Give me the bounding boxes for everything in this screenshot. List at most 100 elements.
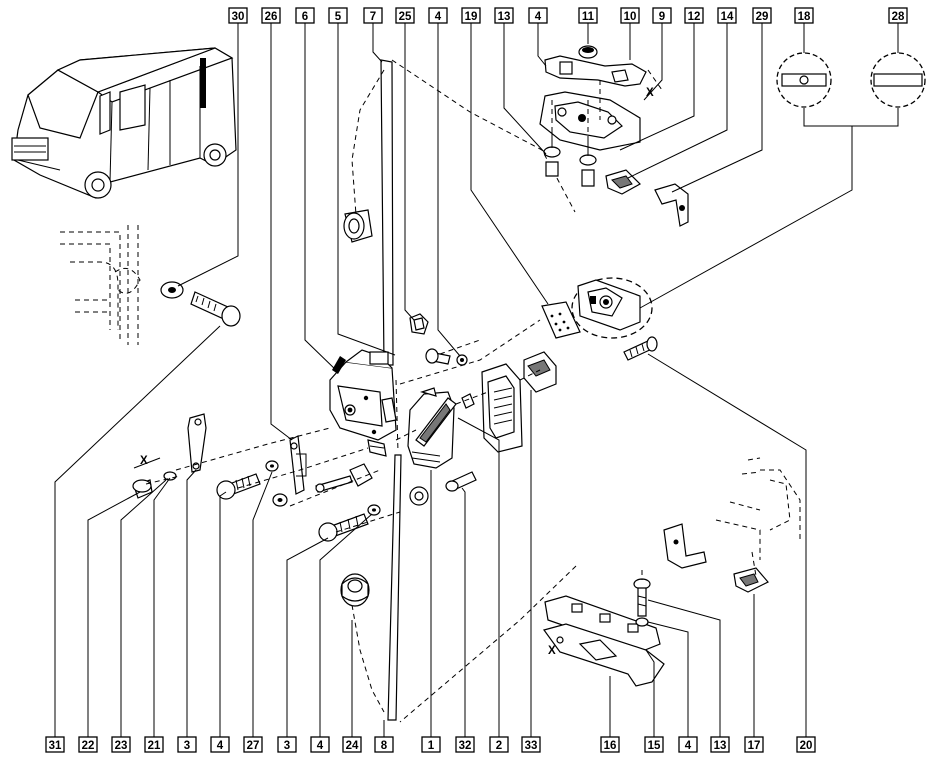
callout-30: 30 xyxy=(228,7,248,24)
callout-29: 29 xyxy=(752,7,772,24)
screw-20 xyxy=(623,336,658,361)
callout-label: 18 xyxy=(798,11,811,23)
callout-33: 33 xyxy=(521,736,541,753)
callout-15: 15 xyxy=(644,736,664,753)
bolt-3-lower xyxy=(318,513,369,542)
callout-label: 19 xyxy=(465,11,478,23)
detail-view-28 xyxy=(870,52,926,108)
detail-mark-x-top: X xyxy=(646,87,654,99)
screw-31 xyxy=(190,291,241,327)
callout-22: 22 xyxy=(78,736,98,753)
callout-4: 4 xyxy=(678,736,698,753)
callout-31: 31 xyxy=(45,736,65,753)
callout-10: 10 xyxy=(620,7,640,24)
callout-label: 25 xyxy=(399,11,412,23)
callout-4: 4 xyxy=(210,736,230,753)
bolt-3-left xyxy=(216,473,261,500)
door-lock-mechanism-6 xyxy=(329,349,397,457)
callout-label: 15 xyxy=(648,740,661,752)
callout-12: 12 xyxy=(684,7,704,24)
callout-label: 4 xyxy=(685,740,692,752)
callout-label: 27 xyxy=(247,740,260,752)
callout-32: 32 xyxy=(455,736,475,753)
callout-label: 17 xyxy=(748,740,761,752)
assembly-lines xyxy=(145,80,643,580)
callout-label: 7 xyxy=(370,11,376,23)
callout-11: 11 xyxy=(578,7,598,24)
callout-label: 3 xyxy=(284,740,290,752)
detail-mark-x-text: X xyxy=(140,455,148,467)
lower-striker-assembly xyxy=(399,565,665,723)
callout-label: 22 xyxy=(82,740,95,752)
callouts-top-row: 30 26 6 5 7 25 4 19 13 4 11 10 9 12 14 29 18 28 xyxy=(228,7,908,24)
link-rod xyxy=(315,463,373,493)
callout-20: 20 xyxy=(796,736,816,753)
callout-label: 14 xyxy=(721,11,734,23)
rod-guide-bush-24 xyxy=(340,573,370,607)
washer-30 xyxy=(160,281,184,299)
callout-19: 19 xyxy=(461,7,481,24)
callout-label: 26 xyxy=(265,11,278,23)
callout-18: 18 xyxy=(794,7,814,24)
callout-13: 13 xyxy=(494,7,514,24)
callout-label: 2 xyxy=(496,740,502,752)
detail-mark-x-text: X xyxy=(548,645,556,657)
callout-label: 20 xyxy=(800,740,813,752)
callout-label: 9 xyxy=(659,11,665,23)
callout-6: 6 xyxy=(295,7,315,24)
callout-label: 13 xyxy=(498,11,511,23)
rod-7-upper xyxy=(351,59,394,366)
callout-label: 4 xyxy=(435,11,442,23)
clip-25 xyxy=(409,313,429,335)
callout-21: 21 xyxy=(144,736,164,753)
detail-bracket-line xyxy=(803,108,899,127)
callout-label: 30 xyxy=(232,11,245,23)
rod-end-3-upper xyxy=(187,413,207,473)
callout-label: 33 xyxy=(525,740,538,752)
callout-label: 29 xyxy=(756,11,769,23)
detail-view-18 xyxy=(776,52,832,108)
detail-leader xyxy=(639,126,853,309)
callout-4: 4 xyxy=(528,7,548,24)
callout-1: 1 xyxy=(421,736,441,753)
callout-label: 12 xyxy=(688,11,701,23)
upper-striker-assembly xyxy=(391,45,689,227)
callout-23: 23 xyxy=(111,736,131,753)
callout-label: 10 xyxy=(624,11,637,23)
callout-17: 17 xyxy=(744,736,764,753)
callout-label: 4 xyxy=(317,740,324,752)
callout-4: 4 xyxy=(428,7,448,24)
callout-label: 31 xyxy=(49,740,62,752)
callout-label: 32 xyxy=(459,740,472,752)
callout-label: 21 xyxy=(148,740,161,752)
callout-7: 7 xyxy=(363,7,383,24)
spring-clip-27 xyxy=(289,435,307,495)
callout-label: 5 xyxy=(335,11,342,23)
door-frame-fragment-left xyxy=(60,225,141,345)
detail-mark-x-bottom: X xyxy=(548,645,556,657)
striker-assembly-main xyxy=(571,277,653,339)
callout-label: 16 xyxy=(604,740,617,752)
inner-handle-1 xyxy=(407,387,475,469)
washer-4-left xyxy=(265,460,279,472)
callout-label: 28 xyxy=(892,11,905,23)
callout-label: 8 xyxy=(381,740,388,752)
callout-4: 4 xyxy=(310,736,330,753)
detail-mark-x-left: X xyxy=(133,455,161,469)
leader-lines xyxy=(54,22,899,737)
callout-label: 13 xyxy=(714,740,727,752)
callout-13: 13 xyxy=(710,736,730,753)
callout-24: 24 xyxy=(342,736,362,753)
nut-27 xyxy=(272,493,288,507)
callout-label: 23 xyxy=(115,740,128,752)
callout-16: 16 xyxy=(600,736,620,753)
callout-label: 4 xyxy=(217,740,224,752)
callout-27: 27 xyxy=(243,736,263,753)
callout-14: 14 xyxy=(717,7,737,24)
callout-label: 24 xyxy=(346,740,359,752)
rod-guide-bush-upper xyxy=(343,209,373,243)
handle-bezel-2 xyxy=(481,363,523,453)
